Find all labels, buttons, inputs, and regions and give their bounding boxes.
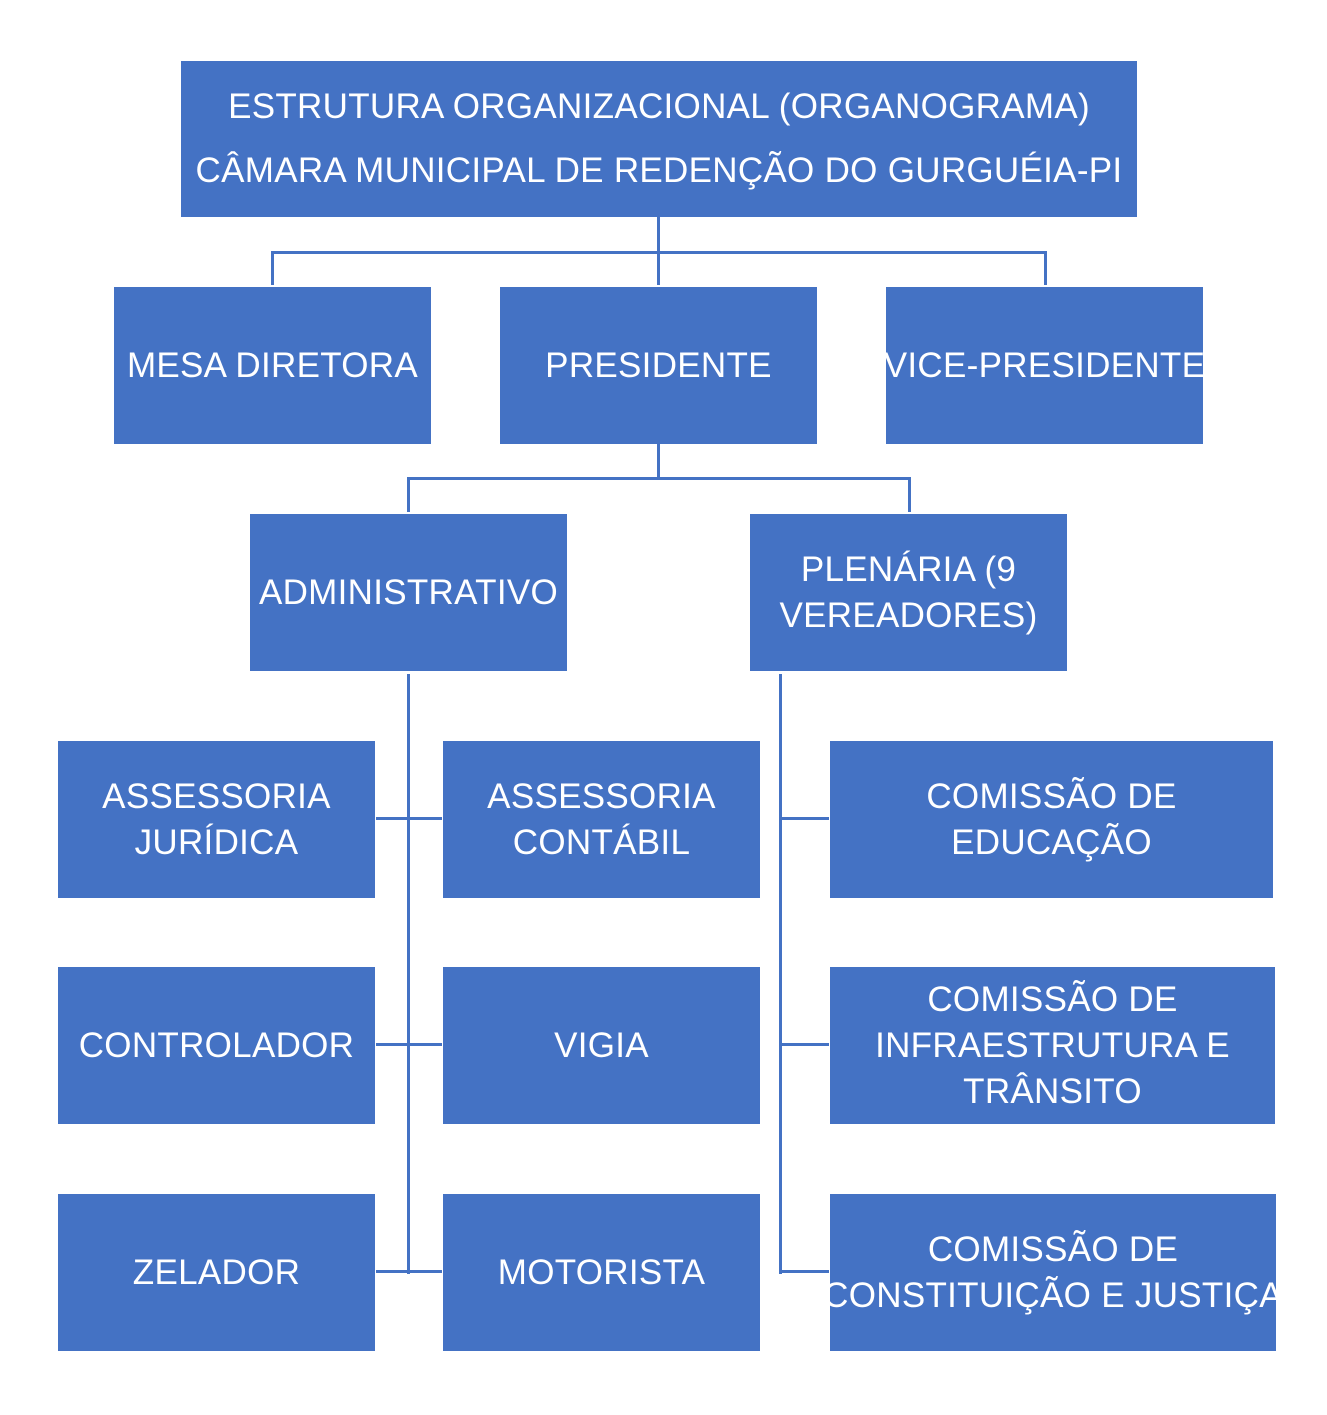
comissao-educacao-line2: EDUCAÇÃO (951, 822, 1152, 862)
connector-administrativo-drop (407, 477, 410, 512)
title-line2: CÂMARA MUNICIPAL DE REDENÇÃO DO GURGUÉIA… (195, 151, 1123, 190)
assessoria-contabil-box: ASSESSORIA CONTÁBIL (443, 741, 760, 898)
connector-admin-row1 (376, 817, 442, 820)
connector-plenaria-drop (908, 477, 911, 512)
mesa-diretora-box: MESA DIRETORA (114, 287, 431, 444)
vice-presidente-label: VICE-PRESIDENTE (883, 345, 1206, 385)
comissao-justica-line1: COMISSÃO DE (927, 1229, 1179, 1269)
assessoria-juridica-line1: ASSESSORIA (102, 776, 331, 816)
vigia-box: VIGIA (443, 967, 760, 1124)
zelador-box: ZELADOR (58, 1194, 375, 1351)
vigia-label: VIGIA (554, 1025, 649, 1065)
controlador-label: CONTROLADOR (78, 1025, 355, 1065)
motorista-label: MOTORISTA (497, 1252, 706, 1292)
assessoria-juridica-box: ASSESSORIA JURÍDICA (58, 741, 375, 898)
assessoria-contabil-line2: CONTÁBIL (512, 822, 691, 862)
connector-plenaria-row1 (779, 817, 829, 820)
plenaria-label-line1: PLENÁRIA (9 (800, 549, 1017, 589)
presidente-box: PRESIDENTE (500, 287, 817, 444)
connector-presidente-down (657, 444, 660, 479)
comissao-infraestrutura-line3: TRÂNSITO (963, 1071, 1142, 1111)
connector-mesa-drop (271, 251, 274, 285)
comissao-infraestrutura-box: COMISSÃO DE INFRAESTRUTURA E TRÂNSITO (830, 967, 1275, 1124)
presidente-label: PRESIDENTE (545, 345, 772, 385)
comissao-justica-box: COMISSÃO DE CONSTITUIÇÃO E JUSTIÇA (823, 1194, 1283, 1351)
connector-plenaria-row3 (779, 1270, 829, 1273)
connector-admin-row3 (376, 1270, 442, 1273)
connector-administrativo-trunk (407, 674, 410, 1274)
assessoria-juridica-line2: JURÍDICA (134, 822, 299, 862)
comissao-infraestrutura-line2: INFRAESTRUTURA E (875, 1025, 1230, 1065)
administrativo-label: ADMINISTRATIVO (258, 572, 559, 612)
title-line1: ESTRUTURA ORGANIZACIONAL (ORGANOGRAMA) (228, 87, 1090, 126)
comissao-infraestrutura-line1: COMISSÃO DE (927, 979, 1178, 1019)
zelador-label: ZELADOR (132, 1252, 301, 1292)
assessoria-contabil-line1: ASSESSORIA (487, 776, 716, 816)
connector-level1-bus (271, 251, 1047, 254)
controlador-box: CONTROLADOR (58, 967, 375, 1124)
plenaria-label-line2: VEREADORES) (779, 595, 1038, 635)
comissao-educacao-line1: COMISSÃO DE (926, 776, 1177, 816)
comissao-educacao-box: COMISSÃO DE EDUCAÇÃO (830, 741, 1273, 898)
mesa-diretora-label: MESA DIRETORA (126, 345, 419, 385)
connector-level2-bus (407, 477, 911, 480)
plenaria-box: PLENÁRIA (9 VEREADORES) (750, 514, 1067, 671)
administrativo-box: ADMINISTRATIVO (250, 514, 567, 671)
connector-plenaria-trunk (779, 674, 782, 1274)
title-box: ESTRUTURA ORGANIZACIONAL (ORGANOGRAMA) C… (181, 61, 1137, 217)
connector-plenaria-row2 (779, 1043, 829, 1046)
motorista-box: MOTORISTA (443, 1194, 760, 1351)
connector-vice-drop (1044, 251, 1047, 285)
connector-admin-row2 (376, 1043, 442, 1046)
comissao-justica-line2: CONSTITUIÇÃO E JUSTIÇA (823, 1275, 1283, 1315)
vice-presidente-box: VICE-PRESIDENTE (883, 287, 1206, 444)
